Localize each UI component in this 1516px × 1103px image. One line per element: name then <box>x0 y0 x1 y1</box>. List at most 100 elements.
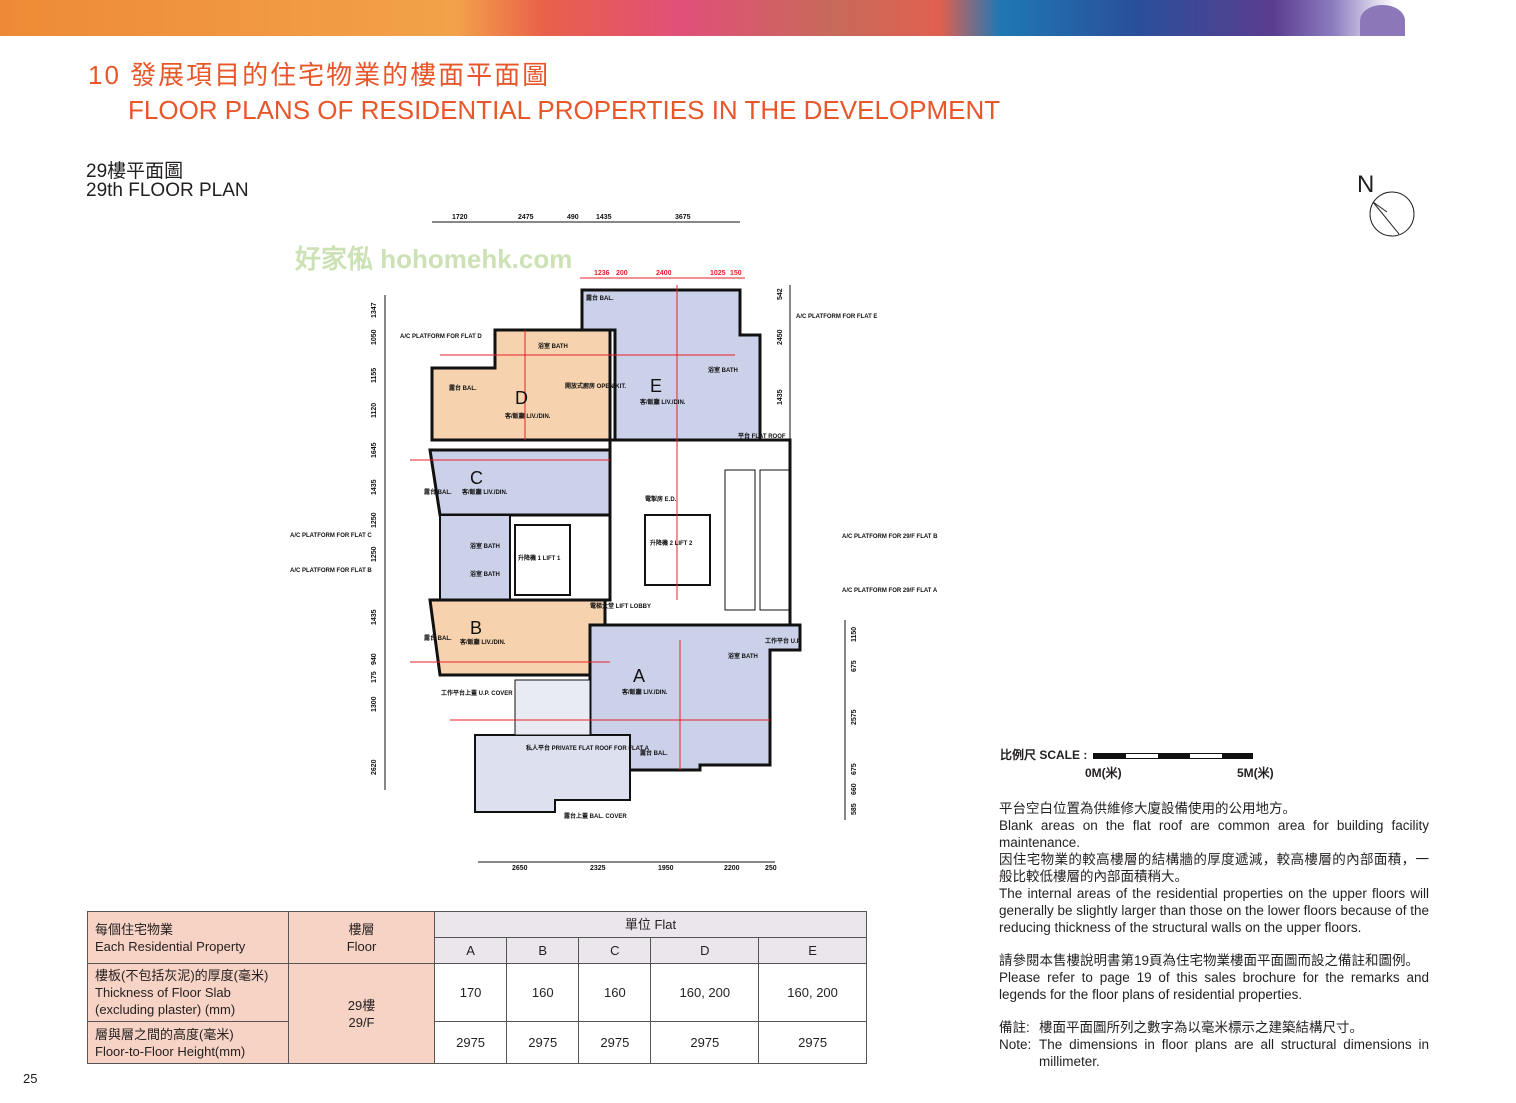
dim-left: 175 <box>371 671 378 683</box>
lift-1-label: 升降機 1 LIFT 1 <box>518 554 561 562</box>
north-compass-icon: N <box>1357 171 1415 237</box>
dim-flat-e-top: 1025 <box>710 270 726 277</box>
dim-left: 1050 <box>371 329 378 345</box>
flat-bc-bath-area <box>439 514 511 601</box>
note-2-en: The internal areas of the residential pr… <box>999 886 1430 935</box>
scale-min: 0M(米) <box>1085 766 1122 780</box>
flat-roof-a-area <box>474 734 631 813</box>
room-liv-c: 客/飯廳 LIV./DIN. <box>461 488 508 496</box>
section-title-en: FLOOR PLANS OF RESIDENTIAL PROPERTIES IN… <box>128 95 1001 125</box>
floor-plan: D E C B A 客/飯廳 LIV./DIN. 客/飯廳 LIV./DIN. … <box>290 214 938 872</box>
room-bath-c: 浴室 BATH <box>470 542 500 550</box>
room-liv-d: 客/飯廳 LIV./DIN. <box>504 412 551 420</box>
dim-right: 585 <box>851 803 858 815</box>
ac-platform-29a-label: A/C PLATFORM FOR 29/F FLAT A <box>842 588 938 594</box>
height-c: 2975 <box>578 1021 652 1064</box>
section-title-cn: 10 發展項目的住宅物業的樓面平面圖 <box>88 60 551 90</box>
plan-title-cn: 29樓平面圖 <box>86 161 184 182</box>
dim-flat-e-top: 1236 <box>594 270 610 277</box>
note-4-label-en: Note: <box>999 1037 1032 1052</box>
watermark: 好家俬 hohomehk.com <box>294 244 572 274</box>
room-bal-d: 露台 BAL. <box>449 384 477 392</box>
scale-bar: 比例尺 SCALE : 0M(米) 5M(米) <box>1000 746 1274 780</box>
room-bal-c: 露台 BAL. <box>424 488 452 496</box>
table-row: 層與層之間的高度(毫米)Floor-to-Floor Height(mm) 29… <box>87 1021 867 1064</box>
floor-en: 29/F <box>348 1014 375 1030</box>
note-3-cn: 請參閱本售樓說明書第19頁為住宅物業樓面平面圖而設之備註和圖例。 <box>999 953 1420 968</box>
note-1-cn: 平台空白位置為供維修大廈設備使用的公用地方。 <box>999 801 1296 816</box>
dim-bottom: 250 <box>765 865 777 872</box>
ac-platform-c-label: A/C PLATFORM FOR FLAT C <box>290 533 372 539</box>
floor-cn: 29樓 <box>347 997 376 1013</box>
dim-right: 675 <box>851 763 858 775</box>
ac-platform-b-label: A/C PLATFORM FOR FLAT B <box>290 568 372 574</box>
dimension-frame <box>384 221 846 863</box>
height-b: 2975 <box>506 1021 580 1064</box>
header-floor-en: Floor <box>346 938 377 954</box>
dim-right: 660 <box>851 783 858 795</box>
stair-2 <box>759 469 791 611</box>
scale-max: 5M(米) <box>1237 766 1274 780</box>
stair-3 <box>514 679 591 736</box>
dim-bottom: 2200 <box>724 865 740 872</box>
header-flat-d: D <box>650 937 760 964</box>
scale-label: 比例尺 SCALE : <box>1000 748 1088 762</box>
dim-left: 940 <box>371 653 378 665</box>
flat-roof-e-label: 平台 FLAT ROOF <box>738 432 786 440</box>
flat-label-a: A <box>633 666 645 686</box>
room-bal-a: 露台 BAL. <box>640 749 668 757</box>
ac-platform-d-label: A/C PLATFORM FOR FLAT D <box>400 334 482 340</box>
header-flat-a: A <box>433 937 508 964</box>
dim-left: 1435 <box>371 479 378 495</box>
dim-right: 542 <box>777 288 784 300</box>
flat-label-c: C <box>470 468 483 488</box>
flat-label-b: B <box>470 618 482 638</box>
dim-left: 1645 <box>371 442 378 458</box>
dim-right: 1150 <box>851 627 858 642</box>
row-slab-en2: (excluding plaster) (mm) <box>95 1002 236 1017</box>
scale-bar-graphic <box>1093 752 1254 759</box>
dim-left: 1250 <box>371 546 378 562</box>
header-flat-b: B <box>506 937 580 964</box>
flat-roof-a-label: 私人平台 PRIVATE FLAT ROOF FOR FLAT A <box>525 744 650 752</box>
dim-flat-e-top: 2400 <box>656 270 672 277</box>
dim-left: 1120 <box>371 403 378 418</box>
note-4-en: The dimensions in floor plans are all st… <box>1039 1037 1429 1069</box>
dim-top: 3675 <box>675 214 691 221</box>
header-flat: 單位 Flat <box>434 911 867 938</box>
dim-right: 2575 <box>851 709 858 725</box>
note-4-cn: 樓面平面圖所列之數字為以毫米標示之建築結構尺寸。 <box>1039 1020 1363 1035</box>
bal-cover-label: 露台上蓋 BAL. COVER <box>564 812 627 820</box>
dim-left: 1250 <box>371 512 378 528</box>
flat-label-d: D <box>515 388 528 408</box>
table-row: 樓板(不包括灰泥)的厚度(毫米) Thickness of Floor Slab (… <box>87 963 867 1064</box>
room-bath-d: 浴室 BATH <box>538 342 568 350</box>
room-open-kit-d: 開放式廚房 OPEN KIT. <box>565 382 626 390</box>
slab-c: 160 <box>578 963 652 1022</box>
flat-b-area <box>428 598 607 677</box>
dim-right: 2450 <box>777 329 784 345</box>
dim-bottom: 1950 <box>658 865 674 872</box>
height-a: 2975 <box>433 1021 508 1064</box>
banner-decoration <box>1360 5 1405 36</box>
row-height-cn: 層與層之間的高度(毫米) <box>95 1026 234 1042</box>
slab-d: 160, 200 <box>650 963 760 1022</box>
notes: 平台空白位置為供維修大廈設備使用的公用地方。 Blank areas on th… <box>999 800 1429 1070</box>
room-bal-e: 露台 BAL. <box>586 294 614 302</box>
up-cover-label: 工作平台上蓋 U.P. COVER <box>441 689 513 697</box>
lift-1 <box>514 524 571 596</box>
slab-b: 160 <box>506 963 580 1022</box>
row-slab-cn: 樓板(不包括灰泥)的厚度(毫米) <box>95 968 269 983</box>
header-property-cn: 每個住宅物業 <box>95 921 174 937</box>
dim-flat-e-top: 150 <box>730 270 742 277</box>
plan-title-en: 29th FLOOR PLAN <box>86 180 249 201</box>
row-slab-en1: Thickness of Floor Slab <box>95 985 231 1000</box>
header-property-en: Each Residential Property <box>95 938 246 954</box>
room-liv-b: 客/飯廳 LIV./DIN. <box>459 638 506 646</box>
header-banner <box>0 0 1516 36</box>
dim-top: 490 <box>567 214 579 221</box>
up-label: 工作平台 U.P. <box>765 637 802 645</box>
header-floor-cn: 樓層 <box>348 921 375 937</box>
room-liv-e: 客/飯廳 LIV./DIN. <box>639 398 686 406</box>
